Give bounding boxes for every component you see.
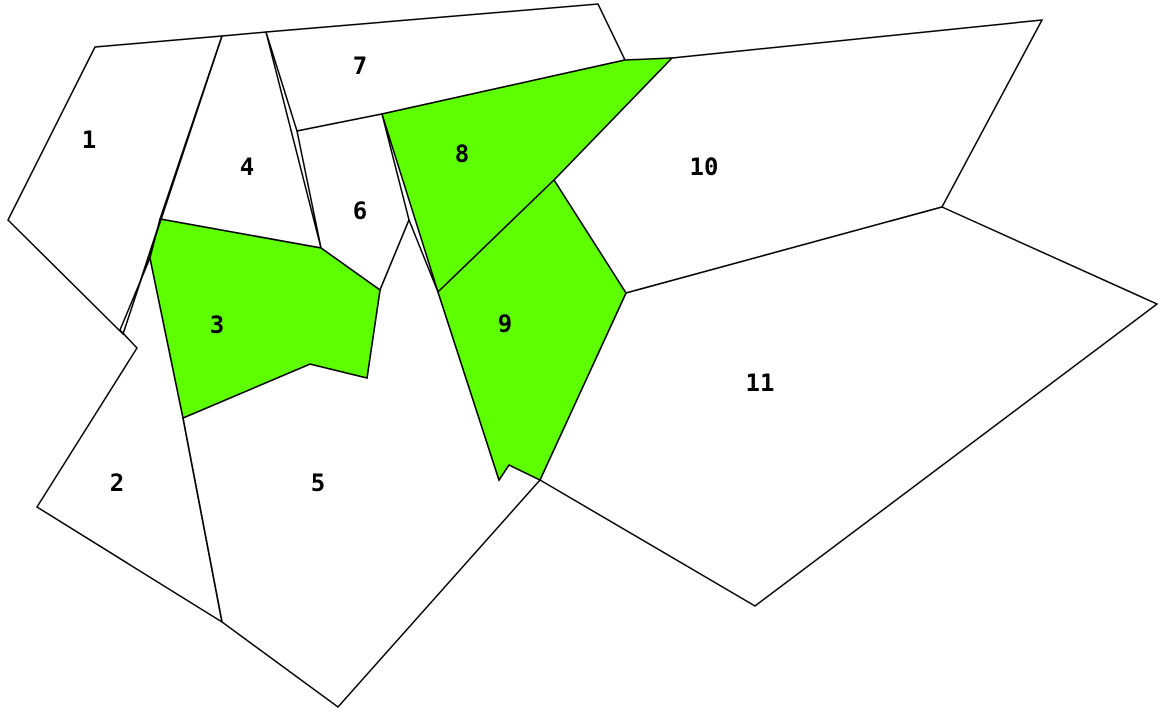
region-3[interactable] bbox=[149, 218, 381, 420]
region-label-7: 7 bbox=[353, 52, 367, 80]
region-label-6: 6 bbox=[353, 197, 367, 225]
region-label-10: 10 bbox=[690, 153, 719, 181]
boundary-1-4 bbox=[122, 35, 223, 335]
region-11[interactable] bbox=[539, 206, 1159, 607]
region-label-4: 4 bbox=[240, 153, 254, 181]
region-9[interactable] bbox=[437, 178, 627, 482]
region-8[interactable] bbox=[381, 57, 674, 294]
region-label-1: 1 bbox=[82, 126, 96, 154]
region-label-5: 5 bbox=[311, 469, 325, 497]
boundary-2-5 bbox=[182, 417, 223, 623]
region-label-9: 9 bbox=[498, 310, 512, 338]
region-label-11: 11 bbox=[746, 369, 775, 397]
region-label-3: 3 bbox=[210, 311, 224, 339]
region-label-2: 2 bbox=[110, 469, 124, 497]
region-label-8: 8 bbox=[455, 140, 469, 168]
